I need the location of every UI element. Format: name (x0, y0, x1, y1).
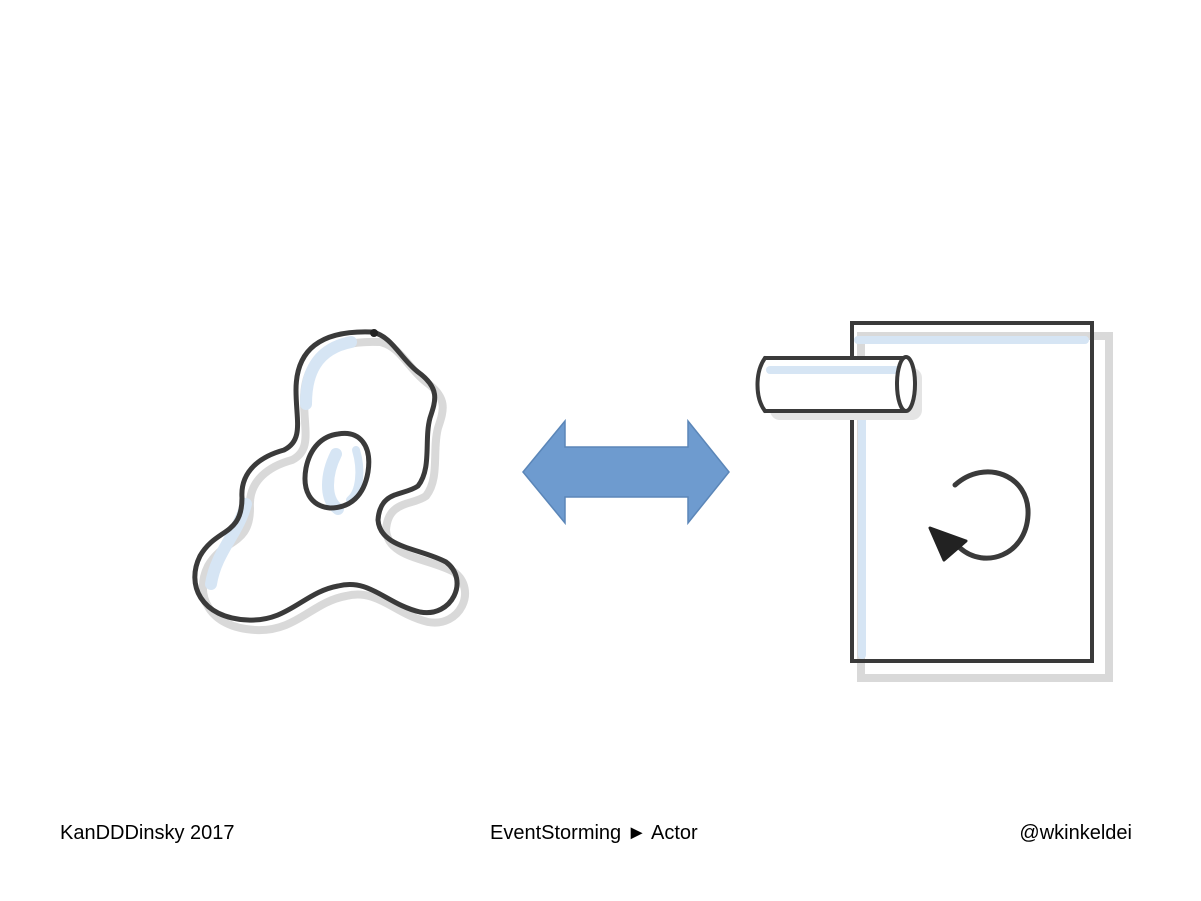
footer-event-name: KanDDDinsky 2017 (60, 822, 235, 844)
footer-author-handle: @wkinkeldei (1019, 822, 1132, 844)
amoeba-actor-icon (192, 329, 469, 635)
double-headed-arrow-icon (522, 418, 730, 526)
footer-breadcrumb: EventStorming ► Actor (490, 822, 698, 844)
system-box-with-pipe-and-cycle-icon (755, 321, 1113, 682)
